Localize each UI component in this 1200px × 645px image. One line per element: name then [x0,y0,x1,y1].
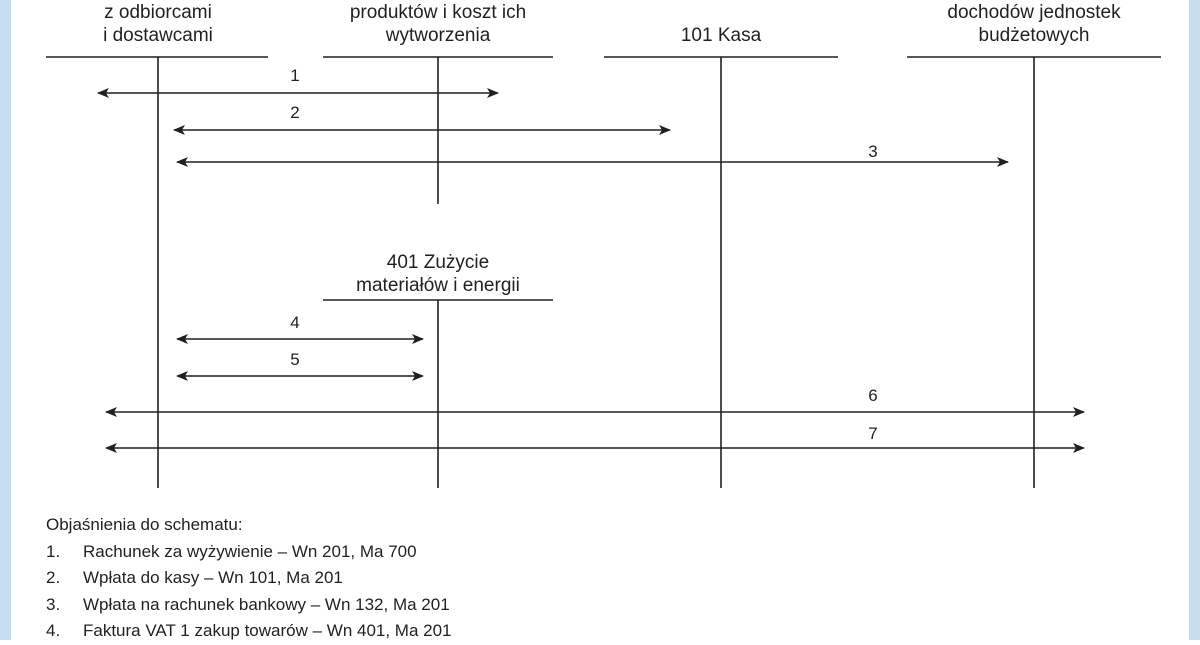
legend-item-text: Faktura VAT 1 zakup towarów – Wn 401, Ma… [83,621,452,640]
legend: Objaśnienia do schematu: 1. Rachunek za … [46,512,1146,645]
arrow-5-label: 5 [290,350,299,369]
account-201: z odbiorcami i dostawcami [46,2,268,488]
arrow-4-label: 4 [290,313,299,332]
legend-item: 4. Faktura VAT 1 zakup towarów – Wn 401,… [46,618,1146,645]
legend-item-number: 4. [46,621,61,640]
legend-item: 3. Wpłata na rachunek bankowy – Wn 132, … [46,592,1146,619]
arrow-6: 6 [105,386,1085,417]
legend-item-number: 3. [46,594,61,614]
legend-item-number: 2. [46,568,61,587]
account-401-label-line1: 401 Zużycie [387,252,489,273]
account-132: dochodów jednostek budżetowych [907,2,1161,488]
account-700: produktów i koszt ich wytworzenia [323,2,553,204]
arrow-3-label: 3 [868,142,877,161]
arrow-5: 5 [176,350,424,381]
legend-item-text: Wpłata do kasy – Wn 101, Ma 201 [83,568,343,587]
account-201-label-line2: i dostawcami [103,25,213,46]
arrow-2-label: 2 [290,103,299,122]
arrow-2: 2 [173,103,671,135]
arrow-3: 3 [176,142,1009,167]
account-101-label: 101 Kasa [681,25,762,46]
accounting-flow-diagram: z odbiorcami i dostawcami produktów i ko… [46,2,1161,488]
account-401: 401 Zużycie materiałów i energii [323,252,553,488]
legend-item: 2. Wpłata do kasy – Wn 101, Ma 201 [46,565,1146,592]
account-700-label-line2: wytworzenia [385,25,491,46]
account-101: 101 Kasa [604,25,838,488]
arrow-1: 1 [97,66,499,98]
arrow-7: 7 [105,424,1085,453]
account-132-label-line1: dochodów jednostek [947,2,1121,23]
arrow-4: 4 [176,313,424,344]
account-401-label-line2: materiałów i energii [356,275,520,296]
legend-item-text: Rachunek za wyżywienie – Wn 201, Ma 700 [83,541,417,561]
legend-item: 1. Rachunek za wyżywienie – Wn 201, Ma 7… [46,539,1146,566]
arrow-6-label: 6 [868,386,877,405]
account-132-label-line2: budżetowych [979,25,1090,46]
account-700-label-line1: produktów i koszt ich [350,2,526,23]
legend-list: 1. Rachunek za wyżywienie – Wn 201, Ma 7… [46,539,1146,645]
legend-item-text: Wpłata na rachunek bankowy – Wn 132, Ma … [83,594,450,614]
arrow-1-label: 1 [290,66,299,85]
arrow-7-label: 7 [868,424,877,443]
legend-title: Objaśnienia do schematu: [46,515,243,534]
account-201-label-line1: z odbiorcami [104,2,212,23]
legend-item-number: 1. [46,541,61,561]
